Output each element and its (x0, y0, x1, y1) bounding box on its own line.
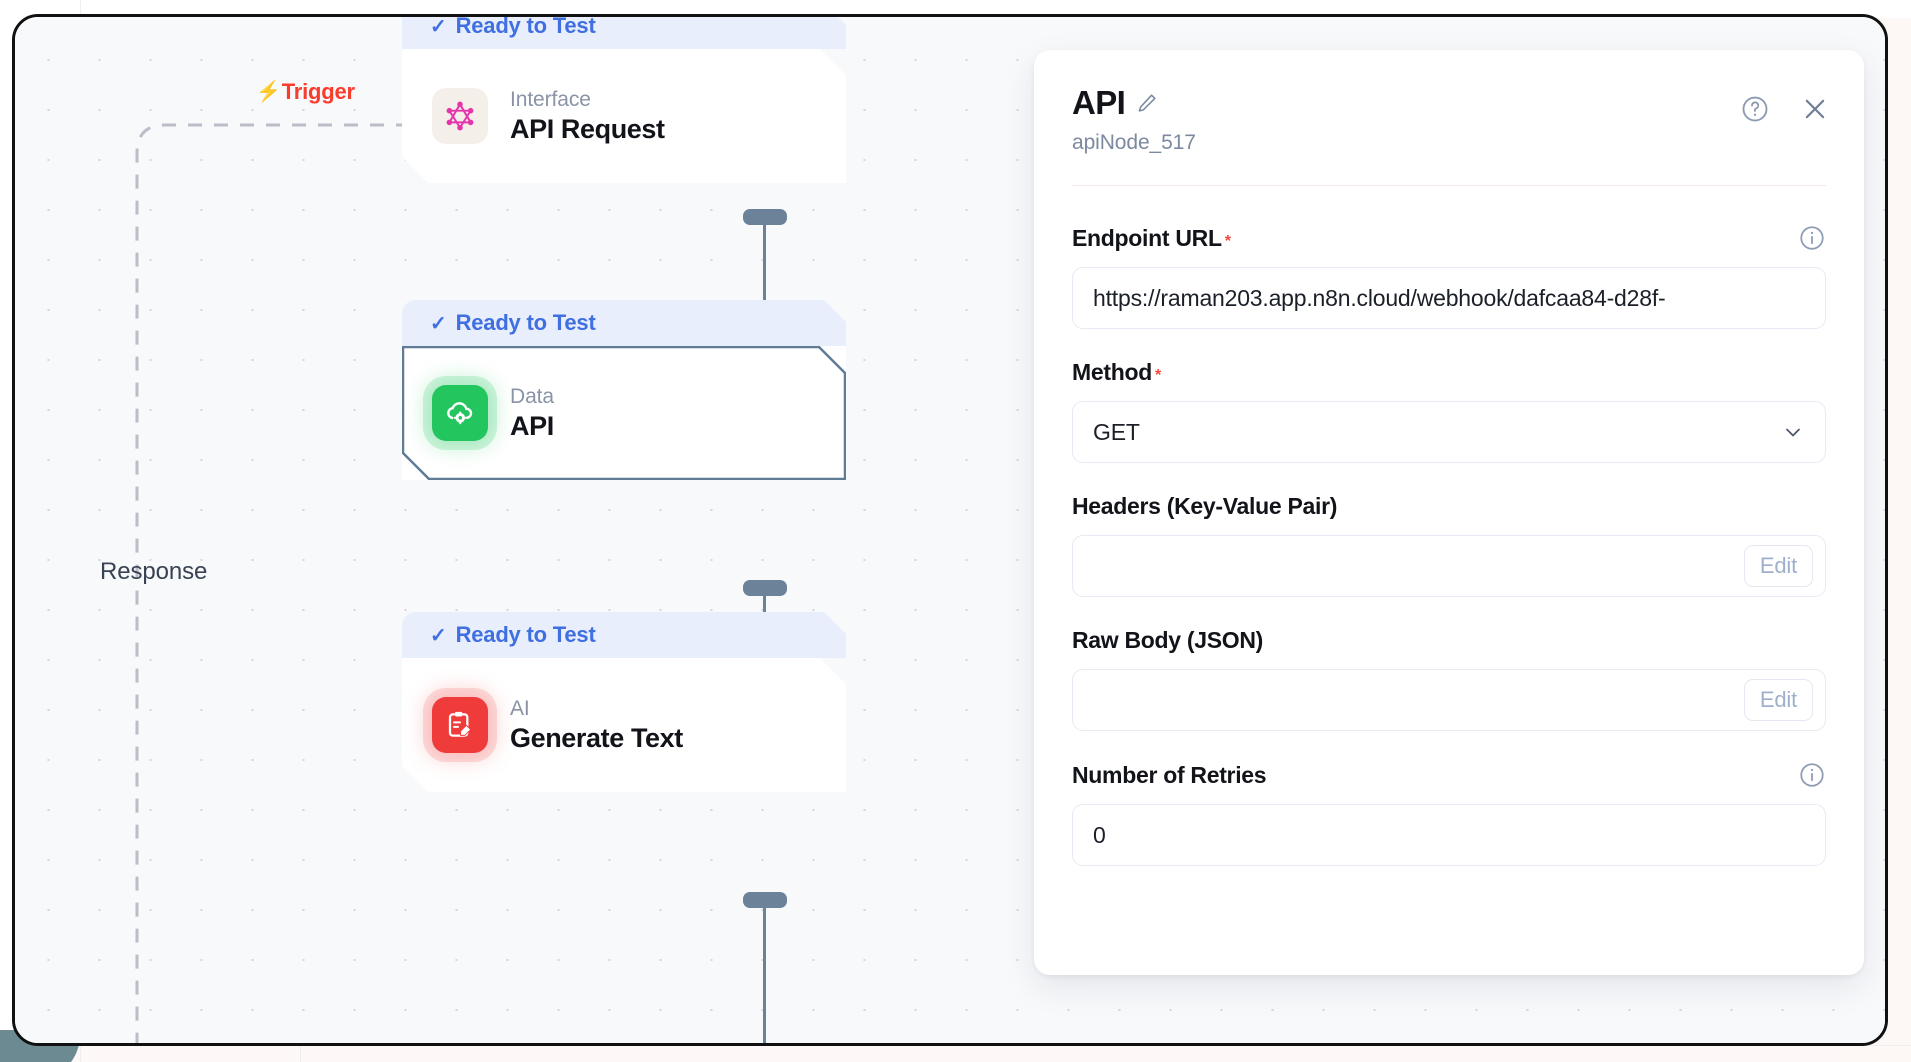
node-generate-text[interactable]: ✓ Ready to Test AI (402, 612, 846, 792)
panel-title-row: API (1072, 84, 1826, 122)
node-title-label: API (510, 410, 554, 441)
required-marker: * (1154, 367, 1162, 384)
node-kind-label: Data (510, 384, 554, 408)
field-headers: Headers (Key-Value Pair) Edit (1072, 493, 1826, 597)
field-label-row: Method* (1072, 359, 1826, 386)
node-title-label: API Request (510, 113, 665, 144)
headers-input[interactable]: Edit (1072, 535, 1826, 597)
node-status-banner: ✓ Ready to Test (402, 300, 846, 346)
node-kind-label: Interface (510, 87, 591, 111)
pencil-icon[interactable] (1136, 92, 1158, 114)
node-card[interactable]: AI Generate Text (402, 658, 846, 792)
panel-actions (1740, 94, 1830, 124)
question-circle-glyph (1742, 96, 1768, 122)
app-window-frame: ⚡ Trigger Response ✓ Ready to Test (12, 14, 1888, 1046)
endpoint-url-input[interactable]: https://raman203.app.n8n.cloud/webhook/d… (1072, 267, 1826, 329)
panel-body: Endpoint URL* https://raman203.app.n8n.c… (1034, 186, 1864, 866)
node-api-request[interactable]: ✓ Ready to Test (402, 14, 846, 183)
field-label-row: Headers (Key-Value Pair) (1072, 493, 1826, 520)
info-icon[interactable] (1798, 224, 1826, 252)
info-icon[interactable] (1798, 761, 1826, 789)
node-status-label: Ready to Test (455, 622, 596, 647)
raw-body-input[interactable]: Edit (1072, 669, 1826, 731)
field-method: Method* GET (1072, 359, 1826, 463)
field-label-wrap: Method* (1072, 359, 1161, 386)
field-raw-body: Raw Body (JSON) Edit (1072, 627, 1826, 731)
info-glyph (1800, 226, 1824, 250)
node-text: Interface API Request (510, 88, 665, 145)
node-card[interactable]: Data API (402, 346, 846, 480)
method-select[interactable]: GET (1072, 401, 1826, 463)
node-card[interactable]: Interface API Request (402, 49, 846, 183)
node-status-banner: ✓ Ready to Test (402, 612, 846, 658)
field-label-row: Endpoint URL* (1072, 224, 1826, 252)
clipboard-pencil-glyph (444, 709, 476, 741)
cloud-gear-glyph (447, 402, 473, 425)
field-label: Headers (Key-Value Pair) (1072, 493, 1338, 519)
chevron-down-icon (1781, 420, 1805, 444)
check-icon: ✓ (430, 624, 447, 647)
close-glyph (1805, 99, 1825, 119)
response-label: Response (100, 558, 208, 585)
panel-header: API apiNode_517 (1034, 50, 1864, 186)
raw-body-edit-button[interactable]: Edit (1743, 679, 1813, 721)
check-icon: ✓ (430, 15, 447, 38)
trigger-label-text: Trigger (281, 79, 355, 104)
field-endpoint-url: Endpoint URL* https://raman203.app.n8n.c… (1072, 224, 1826, 329)
node-properties-panel: API apiNode_517 (1034, 50, 1864, 975)
field-label-wrap: Endpoint URL* (1072, 225, 1231, 252)
cloud-gear-icon (432, 385, 488, 441)
node-status-label: Ready to Test (455, 310, 596, 335)
question-circle-icon[interactable] (1740, 94, 1770, 124)
clipboard-pencil-icon (432, 697, 488, 753)
graphql-icon (432, 88, 488, 144)
backdrop-top-strip (0, 0, 1911, 18)
close-icon[interactable] (1800, 94, 1830, 124)
field-label: Method (1072, 359, 1152, 385)
node-status-banner: ✓ Ready to Test (402, 14, 846, 49)
check-icon: ✓ (430, 312, 447, 335)
connector-line (763, 217, 766, 357)
field-label: Number of Retries (1072, 761, 1267, 788)
retries-input[interactable]: 0 (1072, 804, 1826, 866)
panel-divider (1072, 185, 1826, 186)
field-number-of-retries: Number of Retries 0 (1072, 761, 1826, 866)
pencil-glyph (1138, 94, 1156, 112)
trigger-label: ⚡ Trigger (256, 79, 355, 105)
node-api[interactable]: ✓ Ready to Test (402, 300, 846, 480)
field-label: Endpoint URL (1072, 224, 1222, 251)
node-text: Data API (510, 385, 554, 442)
method-select-value: GET (1093, 418, 1140, 445)
field-label-row: Number of Retries (1072, 761, 1826, 789)
info-glyph (1800, 763, 1824, 787)
field-label-row: Raw Body (JSON) (1072, 627, 1826, 654)
lightning-bolt-icon: ⚡ (256, 81, 281, 103)
node-status-label: Ready to Test (455, 14, 596, 38)
headers-edit-button[interactable]: Edit (1743, 545, 1813, 587)
node-title-label: Generate Text (510, 722, 683, 753)
field-label: Raw Body (JSON) (1072, 627, 1264, 653)
chevron-down-glyph (1786, 428, 1800, 437)
required-marker: * (1224, 232, 1231, 250)
node-kind-label: AI (510, 696, 530, 720)
panel-subtitle: apiNode_517 (1072, 131, 1196, 154)
graphql-glyph (443, 99, 477, 133)
connector-line (763, 900, 766, 1043)
node-text: AI Generate Text (510, 697, 683, 754)
panel-title: API (1072, 84, 1126, 121)
